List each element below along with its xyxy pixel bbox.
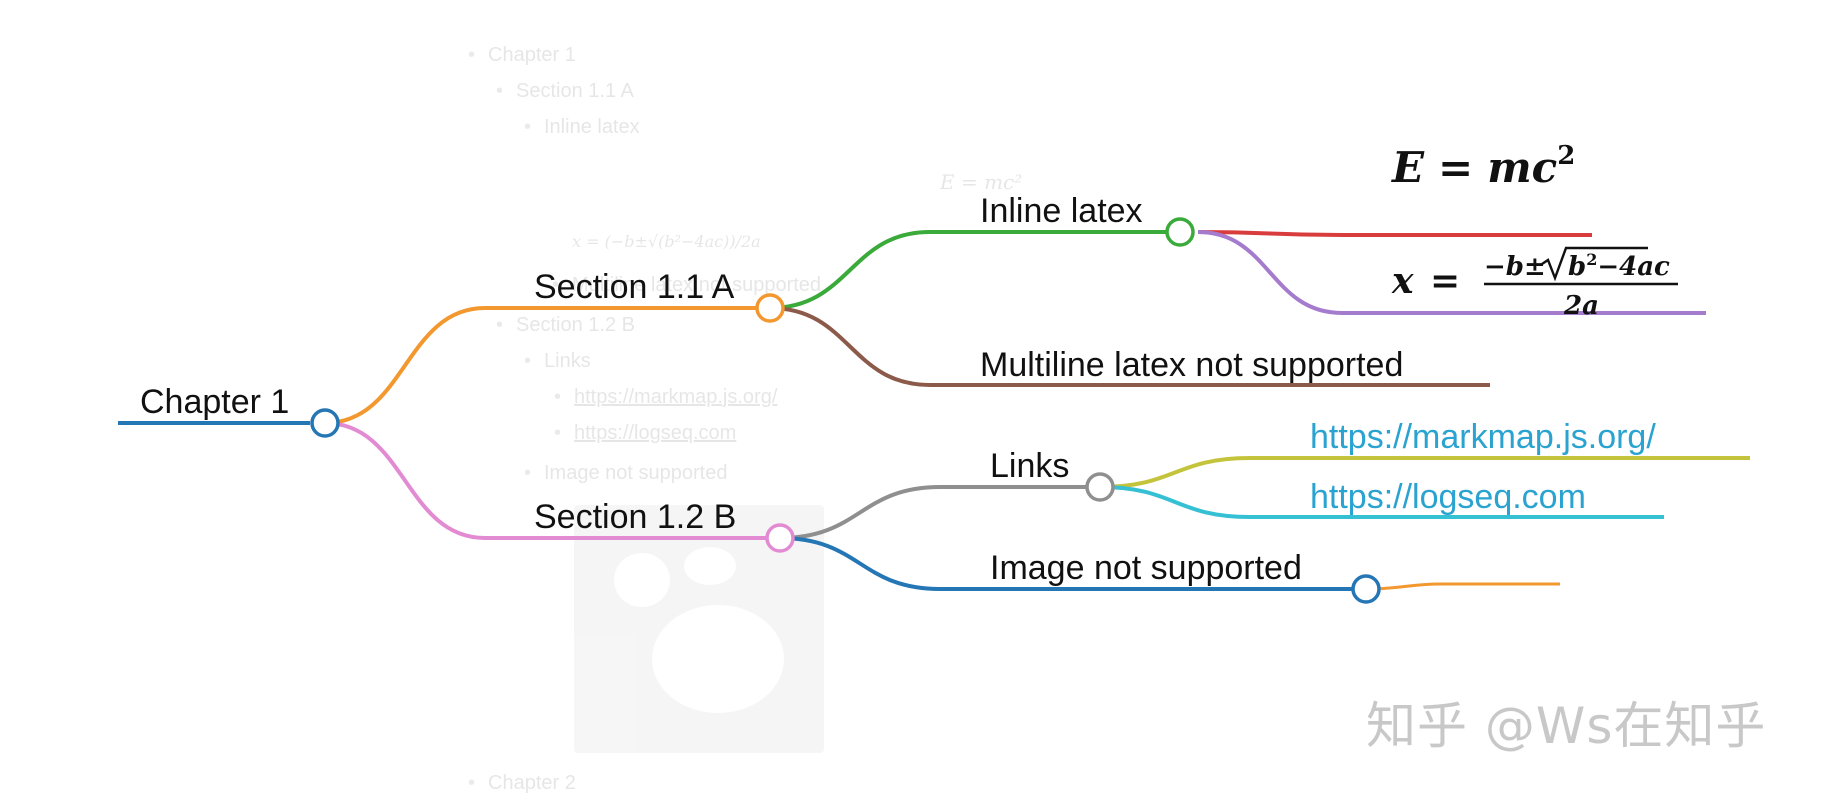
node-dot-root[interactable]	[310, 408, 340, 438]
node-label-section-b[interactable]: Section 1.2 B	[534, 498, 736, 536]
node-label-image[interactable]: Image not supported	[990, 549, 1302, 587]
svg-text:E=mc2: E = mc2	[1391, 141, 1575, 192]
edge-section-b-to-links	[779, 485, 1100, 540]
node-dot-links[interactable]	[1085, 472, 1115, 502]
link-logseq[interactable]: https://logseq.com	[1310, 478, 1586, 516]
formula-quad-radicand-exp: 2	[1586, 250, 1597, 269]
formula-emc2-exp: 2	[1557, 141, 1575, 171]
formula-emc2-rhs: mc	[1487, 143, 1557, 192]
formula-quadratic: x = −b± b2−4ac 2a	[1391, 246, 1678, 321]
formula-emc2-lhs: E	[1391, 143, 1425, 192]
formula-quad-eq: =	[1430, 260, 1460, 302]
svg-text:b2−4ac: b2−4ac	[1568, 250, 1670, 282]
edge-section-a-to-multiline	[769, 306, 1490, 387]
edge-links-to-markmap	[1099, 456, 1750, 489]
node-dot-section-b[interactable]	[765, 523, 795, 553]
node-dot-image[interactable]	[1351, 574, 1381, 604]
formula-quad-radicand-rest: −4ac	[1597, 252, 1670, 282]
edge-root-to-section-a	[324, 306, 770, 425]
node-dot-section-a[interactable]	[755, 293, 785, 323]
node-label-links[interactable]: Links	[990, 447, 1069, 485]
svg-text:−b±: −b±	[1484, 252, 1546, 282]
formula-emc2-eq: =	[1438, 143, 1473, 192]
edge-links-to-logseq	[1099, 485, 1664, 519]
node-label-inline-latex[interactable]: Inline latex	[980, 192, 1143, 230]
edge-section-a-to-inline-latex	[769, 230, 1180, 310]
formula-quad-denominator: 2a	[1563, 291, 1599, 321]
edge-section-b-to-image	[779, 536, 1366, 591]
node-label-multiline[interactable]: Multiline latex not supported	[980, 346, 1403, 384]
node-label-root[interactable]: Chapter 1	[140, 383, 289, 421]
edge-inline-latex-to-emc2	[1197, 230, 1592, 237]
formula-quad-num-left: −b±	[1484, 252, 1546, 282]
edge-root-to-section-b	[324, 421, 780, 540]
edge-inline-latex-to-quadratic	[1197, 230, 1706, 315]
formula-quad-radicand: b	[1568, 252, 1586, 282]
node-dot-inline-latex[interactable]	[1165, 217, 1195, 247]
watermark: 知乎 @Ws在知乎	[1366, 697, 1767, 755]
node-label-section-a[interactable]: Section 1.1 A	[534, 268, 735, 306]
formula-emc2: E = mc2	[1391, 141, 1575, 192]
edge-image-to-child	[1365, 582, 1560, 591]
link-markmap[interactable]: https://markmap.js.org/	[1310, 418, 1656, 456]
radical-sign	[1541, 246, 1648, 282]
formula-quad-lhs: x	[1391, 260, 1414, 302]
